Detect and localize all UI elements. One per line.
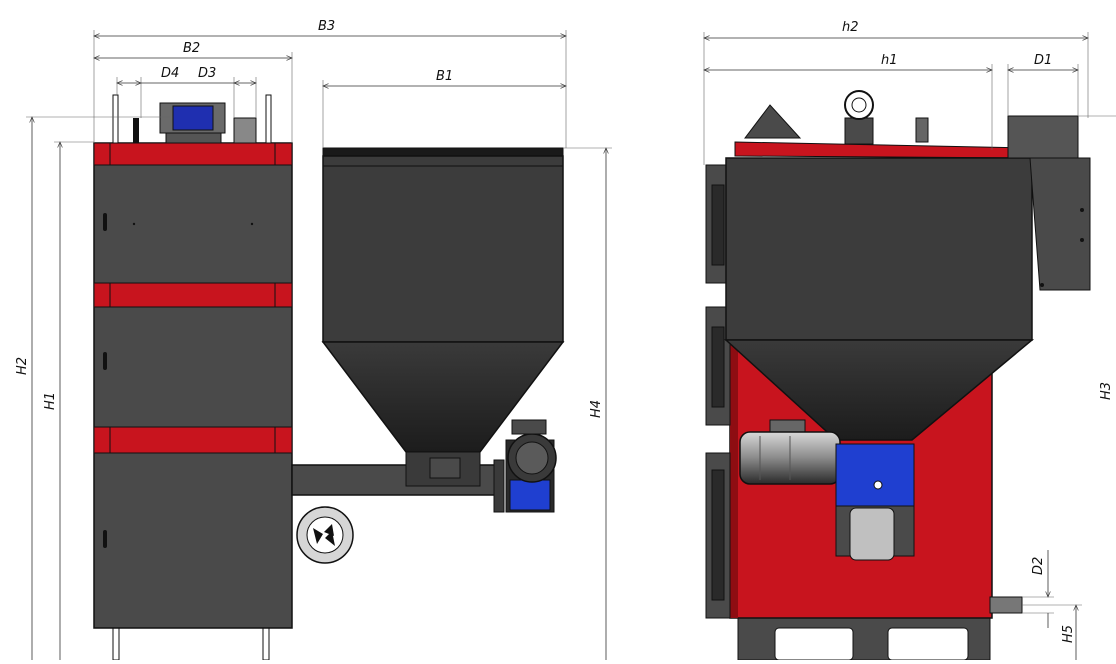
side-hopper-cone [724,339,1035,441]
hopper-lid [322,147,564,157]
door-handle-upper [103,213,107,231]
auger-flange [493,459,505,513]
motor-blue-part [509,479,551,511]
pipe-left [112,94,119,144]
red-band-top [93,142,293,166]
side-dimensions: h2 h1 D1 H3 D2 H5 [704,20,1116,660]
pipe-d4 [133,118,139,143]
dim-label-d4: D4 [161,66,179,81]
front-leg-right [262,627,270,661]
side-vent [743,104,802,139]
front-view [93,94,565,661]
side-pipe-top [915,117,929,143]
front-leg-left [112,627,120,661]
dim-label-h5: H5 [1061,625,1076,643]
side-hopper-box [725,157,1033,341]
hopper-box [322,155,564,343]
pipe-d3 [233,117,257,144]
dim-label-b1: B1 [436,69,453,84]
fan-blue-cover [172,105,214,131]
dim-label-h4: H4 [589,400,604,418]
dim-label-d2: D2 [1031,557,1046,575]
dim-label-d1: D1 [1034,53,1052,68]
dim-label-h3: H3 [1099,382,1114,400]
dim-label-b3: B3 [318,19,335,34]
front-dimensions: B3 B2 D4 D3 B1 H2 H1 H4 [15,19,612,660]
pipe-right [265,94,272,144]
dim-label-h1-side: h1 [881,53,898,68]
dim-label-b2: B2 [183,41,200,56]
side-fan-housing [849,507,895,561]
side-gearbox-blue [835,443,915,507]
return-pipe-d2 [989,596,1023,614]
flue-outlet-d1 [1007,115,1079,159]
door-handle-middle [103,352,107,370]
dim-label-h1: H1 [43,392,58,410]
door-handle-lower [103,530,107,548]
red-band-lower [93,426,293,454]
flue-box [1029,157,1091,291]
boiler-body [93,142,293,629]
dim-label-d3: D3 [198,66,216,81]
side-view [705,90,1091,661]
dim-label-h2: H2 [15,357,30,375]
red-band-middle [93,282,293,308]
dim-label-h2-side: h2 [842,20,859,35]
